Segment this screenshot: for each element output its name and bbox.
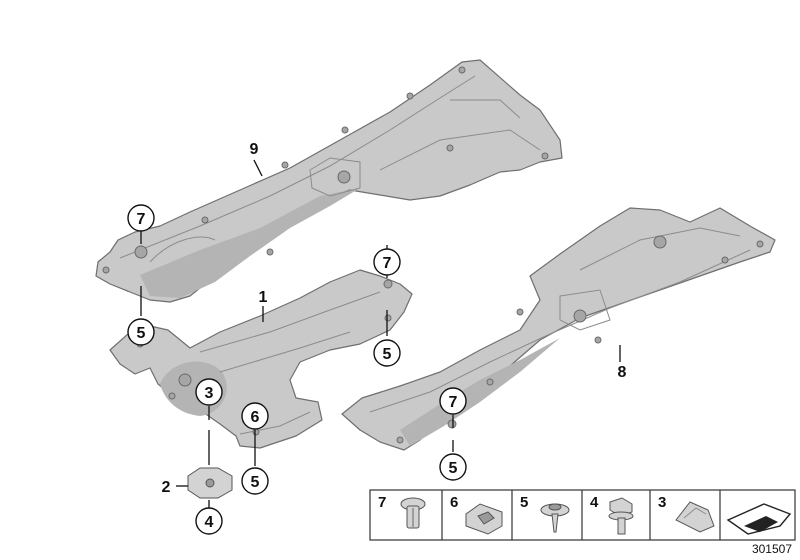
underbody-panel-8 bbox=[341, 207, 776, 451]
svg-text:3: 3 bbox=[205, 385, 214, 402]
legend-item-6: 6 bbox=[450, 494, 503, 535]
callout-6: 6 bbox=[241, 402, 269, 430]
svg-text:5: 5 bbox=[383, 346, 392, 363]
legend-item-5: 5 bbox=[520, 494, 570, 533]
svg-text:3: 3 bbox=[658, 494, 666, 511]
callout-5-left: 5 bbox=[127, 318, 155, 346]
svg-text:9: 9 bbox=[250, 141, 259, 158]
svg-text:7: 7 bbox=[449, 394, 458, 411]
svg-text:8: 8 bbox=[618, 364, 627, 381]
svg-text:7: 7 bbox=[383, 255, 392, 272]
svg-text:5: 5 bbox=[251, 474, 260, 491]
svg-text:4: 4 bbox=[205, 514, 214, 531]
callout-2: 2 bbox=[162, 479, 171, 496]
clip-nut-icon bbox=[465, 503, 503, 535]
arrow-box-icon bbox=[726, 503, 792, 535]
legend-item-4: 4 bbox=[590, 494, 634, 535]
svg-text:5: 5 bbox=[449, 460, 458, 477]
mounting-plate-2 bbox=[187, 467, 233, 499]
callout-5-mid: 5 bbox=[373, 339, 401, 367]
leader-lines bbox=[140, 159, 621, 508]
callout-9: 9 bbox=[250, 141, 259, 158]
spring-nut-icon bbox=[675, 501, 715, 533]
callout-3: 3 bbox=[195, 378, 223, 406]
legend-item-3: 3 bbox=[658, 494, 715, 533]
underbody-panel-9 bbox=[95, 59, 563, 303]
callout-7-top: 7 bbox=[127, 204, 155, 232]
svg-text:5: 5 bbox=[137, 325, 146, 342]
svg-text:1: 1 bbox=[259, 289, 268, 306]
fastener-legend: 7 6 5 4 bbox=[369, 489, 796, 541]
callout-4: 4 bbox=[195, 507, 223, 535]
svg-text:2: 2 bbox=[162, 479, 171, 496]
svg-text:7: 7 bbox=[378, 494, 386, 511]
svg-text:6: 6 bbox=[251, 409, 260, 426]
hex-bolt-icon bbox=[608, 497, 634, 535]
svg-text:6: 6 bbox=[450, 494, 458, 511]
expanding-rivet-icon bbox=[400, 497, 426, 529]
callout-7-right: 7 bbox=[439, 387, 467, 415]
reference-number: 301507 bbox=[752, 542, 792, 556]
svg-text:5: 5 bbox=[520, 494, 528, 511]
svg-text:7: 7 bbox=[137, 211, 146, 228]
callout-7-mid: 7 bbox=[373, 248, 401, 276]
callout-8: 8 bbox=[618, 364, 627, 381]
callout-5-right: 5 bbox=[439, 453, 467, 481]
svg-text:4: 4 bbox=[590, 494, 599, 511]
callout-5-lower: 5 bbox=[241, 467, 269, 495]
callout-1: 1 bbox=[259, 289, 268, 306]
legend-item-7: 7 bbox=[378, 494, 426, 529]
screw-with-washer-icon bbox=[540, 503, 570, 533]
